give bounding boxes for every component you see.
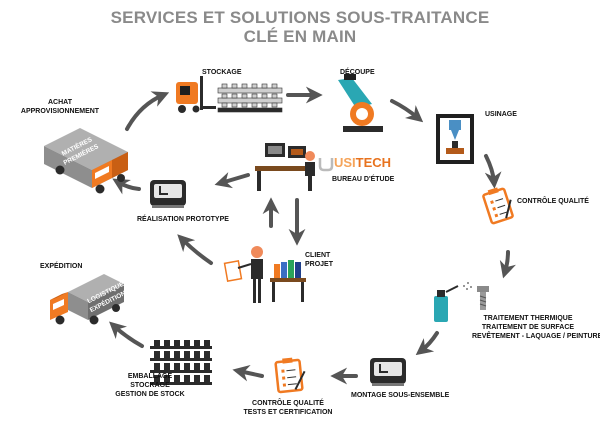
label-traitement-line1: TRAITEMENT THERMIQUE: [483, 315, 573, 322]
diagram-title-line1: SERVICES ET SOLUTIONS SOUS-TRAITANCE: [110, 8, 490, 27]
label-controle-tests: CONTRÔLE QUALITÉ TESTS ET CERTIFICATION: [236, 399, 340, 417]
arrow-controle-to-emballage: [232, 364, 264, 382]
arrow-decoupe-to-usinage: [390, 99, 424, 123]
label-traitement: TRAITEMENT THERMIQUE TRAITEMENT DE SURFA…: [472, 314, 600, 341]
label-emballage-line3: GESTION DE STOCK: [115, 391, 185, 398]
assembly-machine-icon: [370, 358, 406, 386]
label-client: CLIENT PROJET: [305, 251, 333, 269]
label-stockage: STOCKAGE: [202, 69, 242, 76]
label-usinage: USINAGE: [485, 111, 517, 118]
cycle-arrows: [109, 86, 516, 385]
supply-truck-icon: [44, 128, 128, 194]
label-emballage-line2: STOCKAGE: [130, 382, 170, 389]
label-client-line2: PROJET: [305, 261, 334, 268]
cutting-machine-icon: [338, 74, 383, 132]
arrow-traitement-to-montage: [415, 331, 439, 356]
binders-icon: [270, 260, 306, 302]
usitech-brand: USITECH: [334, 155, 391, 170]
arrow-emballage-to-expedition: [109, 321, 144, 348]
forklift-icon: [176, 76, 216, 113]
quality-clipboard-icon: [482, 187, 514, 225]
arrow-achat-to-stockage: [125, 91, 170, 131]
label-controle-tests-line2: TESTS ET CERTIFICATION: [243, 409, 333, 416]
label-client-line1: CLIENT: [305, 252, 331, 259]
label-traitement-line2: TRAITEMENT DE SURFACE: [481, 324, 575, 331]
label-prototype: RÉALISATION PROTOTYPE: [137, 216, 229, 223]
label-montage: MONTAGE SOUS-ENSEMBLE: [351, 392, 450, 399]
arrow-client-to-prototype: [177, 234, 213, 265]
label-achat: ACHAT APPROVISIONNEMENT: [18, 98, 102, 116]
usitech-logo-icon: [318, 158, 334, 172]
arrow-usinage-to-controle: [484, 154, 502, 189]
certification-clipboard-icon: [274, 357, 306, 394]
arrow-controle-to-traitement: [499, 250, 516, 279]
prototype-machine-icon: [150, 180, 186, 208]
packaging-racks-icon: [150, 340, 212, 385]
label-decoupe: DÉCOUPE: [340, 69, 375, 76]
client-icon: [223, 246, 263, 303]
storage-shelves-icon: [217, 83, 283, 113]
label-achat-line2: APPROVISIONNEMENT: [20, 108, 100, 115]
label-bureau: BUREAU D'ÉTUDE: [332, 176, 395, 183]
label-controle-tests-line1: CONTRÔLE QUALITÉ: [252, 400, 324, 407]
label-traitement-line3: REVÊTEMENT - LAQUAGE / PEINTURE: [472, 333, 600, 340]
label-achat-line1: ACHAT: [48, 99, 72, 106]
label-expedition: EXPÉDITION: [40, 263, 83, 270]
arrow-bureau-to-prototype: [214, 172, 250, 189]
shipping-truck-icon: [50, 274, 124, 325]
brand-tech: TECH: [355, 155, 392, 170]
arrow-prototype-to-achat: [112, 178, 141, 195]
spray-gun-icon: [434, 282, 472, 322]
label-controle-qualite: CONTRÔLE QUALITÉ: [517, 198, 589, 205]
diagram-title-line2: CLÉ EN MAIN: [243, 27, 357, 46]
brand-usi: USI: [334, 155, 356, 170]
design-office-icon: [255, 143, 315, 191]
bolt-icon: [477, 286, 489, 310]
milling-machine-icon: [436, 114, 474, 164]
label-emballage: EMBALLAGE STOCKAGE GESTION DE STOCK: [108, 372, 192, 399]
label-emballage-line1: EMBALLAGE: [127, 373, 173, 380]
